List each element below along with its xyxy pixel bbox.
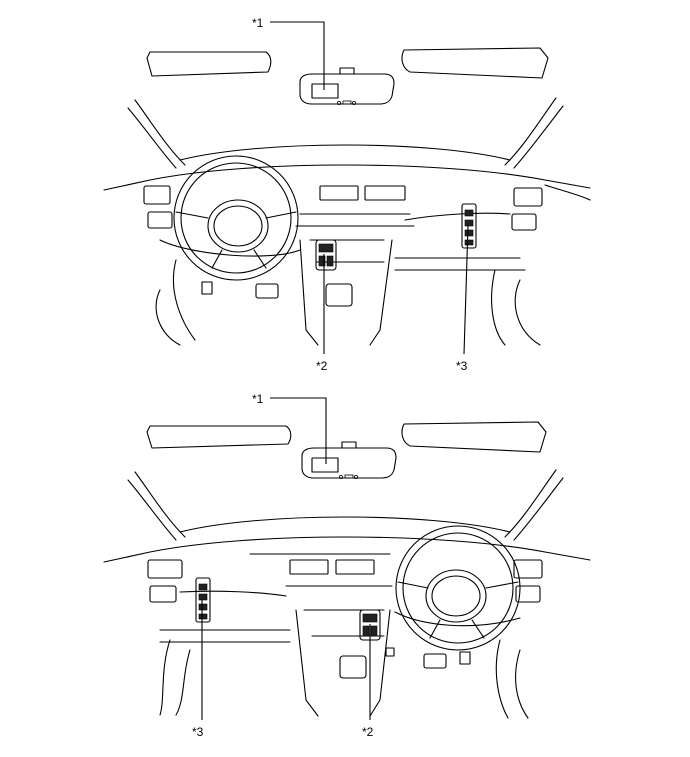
callout-window-top: *3 — [456, 359, 468, 373]
callout-shift-top: *2 — [316, 359, 328, 373]
leader-mirror-bottom — [270, 397, 327, 464]
callout-shift-bottom: *2 — [362, 725, 374, 739]
lhd-cockpit-drawing — [103, 47, 591, 346]
callout-mirror-top: *1 — [252, 16, 264, 30]
callout-window-bottom: *3 — [192, 725, 204, 739]
leader-mirror-top — [270, 21, 325, 90]
rhd-cockpit-drawing — [103, 421, 591, 719]
leader-window-top — [463, 225, 469, 355]
callout-mirror-bottom: *1 — [252, 392, 264, 406]
